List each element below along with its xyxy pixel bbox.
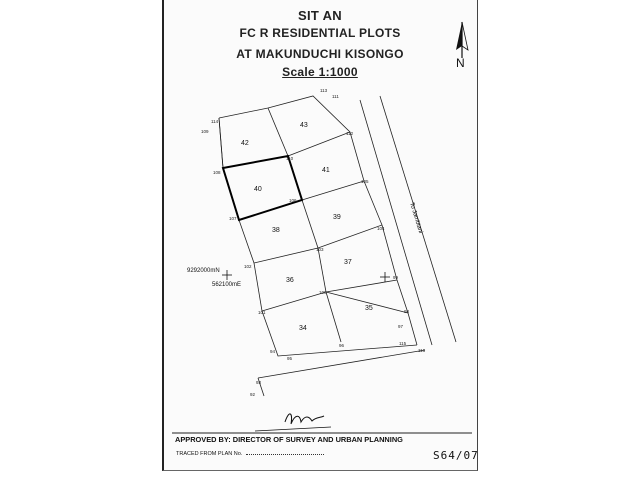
- plan-sheet: [162, 0, 478, 471]
- beacon-number: 94: [270, 349, 276, 354]
- plot-number: 36: [286, 277, 294, 284]
- road-edge-outer: [379, 95, 457, 343]
- beacon-number: 100: [319, 290, 327, 295]
- beacon-number: 98: [404, 309, 410, 314]
- beacon-number: 110: [286, 156, 294, 161]
- beacon-number: 107: [229, 216, 237, 221]
- plan-title: SIT AN: [298, 8, 342, 23]
- beacon-number: 113: [320, 88, 328, 93]
- plot-number: 38: [272, 227, 280, 234]
- traced-plan-blank: [246, 454, 325, 455]
- approval-statement: APPROVED BY: DIRECTOR OF SURVEY AND URBA…: [175, 435, 403, 444]
- plot-number: 35: [365, 305, 373, 312]
- traced-text: TRACED FROM PLAN No.: [176, 451, 243, 457]
- plot-number: 39: [333, 214, 341, 221]
- beacon-number: 112: [346, 131, 354, 136]
- plot-number: 34: [299, 325, 307, 332]
- north-letter: N: [456, 56, 465, 70]
- beacon-number: 96: [339, 343, 345, 348]
- beacon-number: 105: [361, 179, 369, 184]
- beacon-number: 103: [316, 247, 324, 252]
- plot-40-outline: [221, 154, 304, 222]
- beacon-number: 92: [250, 392, 256, 397]
- beacon-number: 97: [398, 324, 404, 329]
- road-edge-inner: [359, 99, 433, 346]
- beacon-number: 93: [256, 380, 262, 385]
- beacon-number: 116: [418, 348, 426, 353]
- plan-scale: Scale 1:1000: [282, 65, 358, 79]
- beacon-number: 106: [289, 198, 297, 203]
- beacon-number: 114: [211, 119, 219, 124]
- traced-from-label: TRACED FROM PLAN No.: [176, 451, 325, 457]
- beacon-number: 109: [201, 129, 209, 134]
- coordinate-cross-icon: [222, 270, 390, 282]
- road-label: To Jambiani: [408, 202, 423, 234]
- beacon-number: 104: [377, 226, 385, 231]
- plot-number: 42: [241, 140, 249, 147]
- lower-strip-west: [257, 377, 265, 397]
- plot-number: 40: [254, 186, 262, 193]
- beacon-number: 108: [213, 170, 221, 175]
- plot-grid: [218, 95, 418, 357]
- easting-label: 562100mE: [212, 282, 242, 288]
- signature: [254, 413, 332, 432]
- plot-number: 43: [300, 122, 308, 129]
- plan-purpose: FC R RESIDENTIAL PLOTS: [239, 26, 401, 40]
- lower-strip-edge: [257, 349, 426, 379]
- plan-reference: S64/07: [433, 449, 479, 462]
- beacon-number: 101: [258, 310, 266, 315]
- beacon-number: 95: [287, 356, 293, 361]
- beacon-number: 115: [399, 341, 407, 346]
- beacon-number: 111: [332, 94, 339, 99]
- north-arrow-icon: [456, 21, 469, 58]
- plot-number: 37: [344, 259, 352, 266]
- beacon-number: 99: [393, 275, 399, 280]
- plan-location: AT MAKUNDUCHI KISONGO: [236, 47, 404, 61]
- northing-label: 9292000mN: [187, 268, 220, 274]
- beacon-number: 102: [244, 264, 252, 269]
- plot-number: 41: [322, 167, 330, 174]
